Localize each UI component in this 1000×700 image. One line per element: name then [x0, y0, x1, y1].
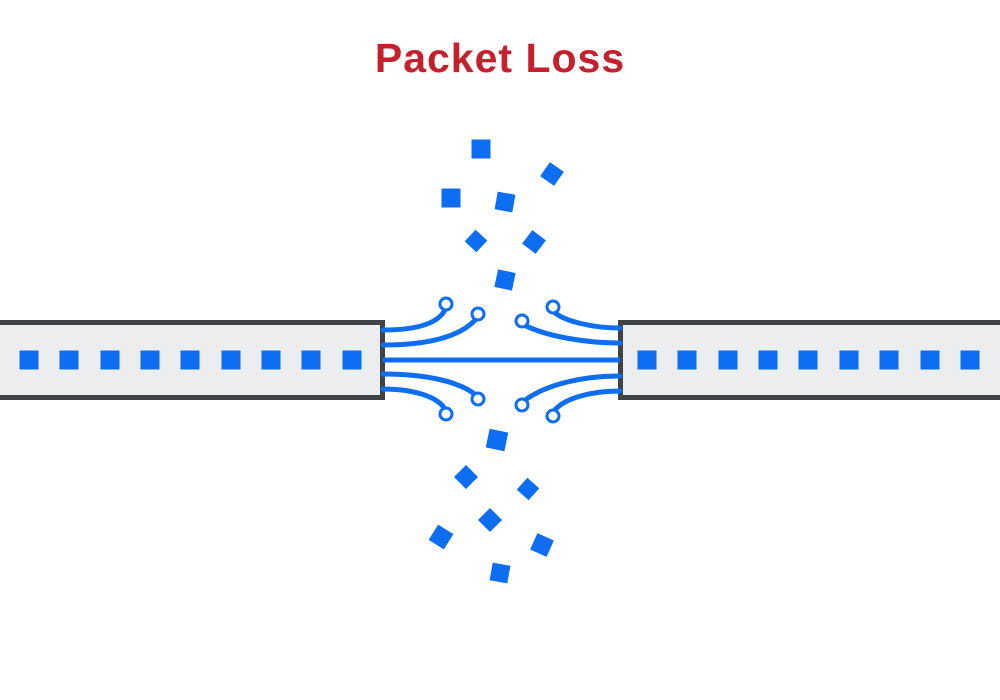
- lost-packet-below: [428, 524, 454, 550]
- frayed-wire-right: [551, 309, 623, 331]
- wire-end-connector: [470, 391, 486, 407]
- packet: [301, 350, 321, 370]
- lost-packet-above: [522, 230, 546, 254]
- frayed-wire-left: [380, 371, 480, 399]
- wire-end-connector: [470, 306, 486, 322]
- wire-end-connector: [545, 408, 561, 424]
- frayed-wire-right: [521, 373, 623, 404]
- packet: [839, 350, 859, 370]
- lost-packet-above: [441, 188, 461, 208]
- lost-packet-above: [494, 191, 516, 213]
- wire-end-connector: [438, 296, 454, 312]
- packet: [100, 350, 120, 370]
- frayed-wire-right: [551, 388, 623, 414]
- wire-end-connector: [514, 313, 530, 329]
- lost-packet-below: [516, 477, 540, 501]
- packet: [221, 350, 241, 370]
- lost-packet-below: [530, 533, 554, 557]
- lost-packet-above: [464, 229, 488, 253]
- packet: [637, 350, 657, 370]
- packet: [261, 350, 281, 370]
- wire-end-connector: [438, 406, 454, 422]
- packet: [718, 350, 738, 370]
- packet: [960, 350, 980, 370]
- diagram-title: Packet Loss: [374, 35, 626, 81]
- lost-packet-below: [477, 507, 503, 533]
- packet: [140, 350, 160, 370]
- wire-end-connector: [514, 397, 530, 413]
- packet: [180, 350, 200, 370]
- lost-packet-above: [494, 269, 516, 291]
- packet: [798, 350, 818, 370]
- packet: [59, 350, 79, 370]
- packet: [677, 350, 697, 370]
- packet: [758, 350, 778, 370]
- frayed-wire-right: [521, 322, 623, 346]
- frayed-wire-left: [380, 386, 448, 412]
- lost-packet-above: [471, 139, 491, 159]
- frayed-wire-left: [380, 315, 480, 348]
- lost-packet-below: [485, 428, 509, 452]
- packet: [19, 350, 39, 370]
- lost-packet-below: [489, 562, 511, 584]
- lost-packet-above: [540, 162, 564, 186]
- frayed-wire-left: [380, 307, 448, 333]
- lost-packet-below: [453, 464, 479, 490]
- packet: [879, 350, 899, 370]
- packet: [342, 350, 362, 370]
- wire-end-connector: [545, 299, 561, 315]
- packet: [920, 350, 940, 370]
